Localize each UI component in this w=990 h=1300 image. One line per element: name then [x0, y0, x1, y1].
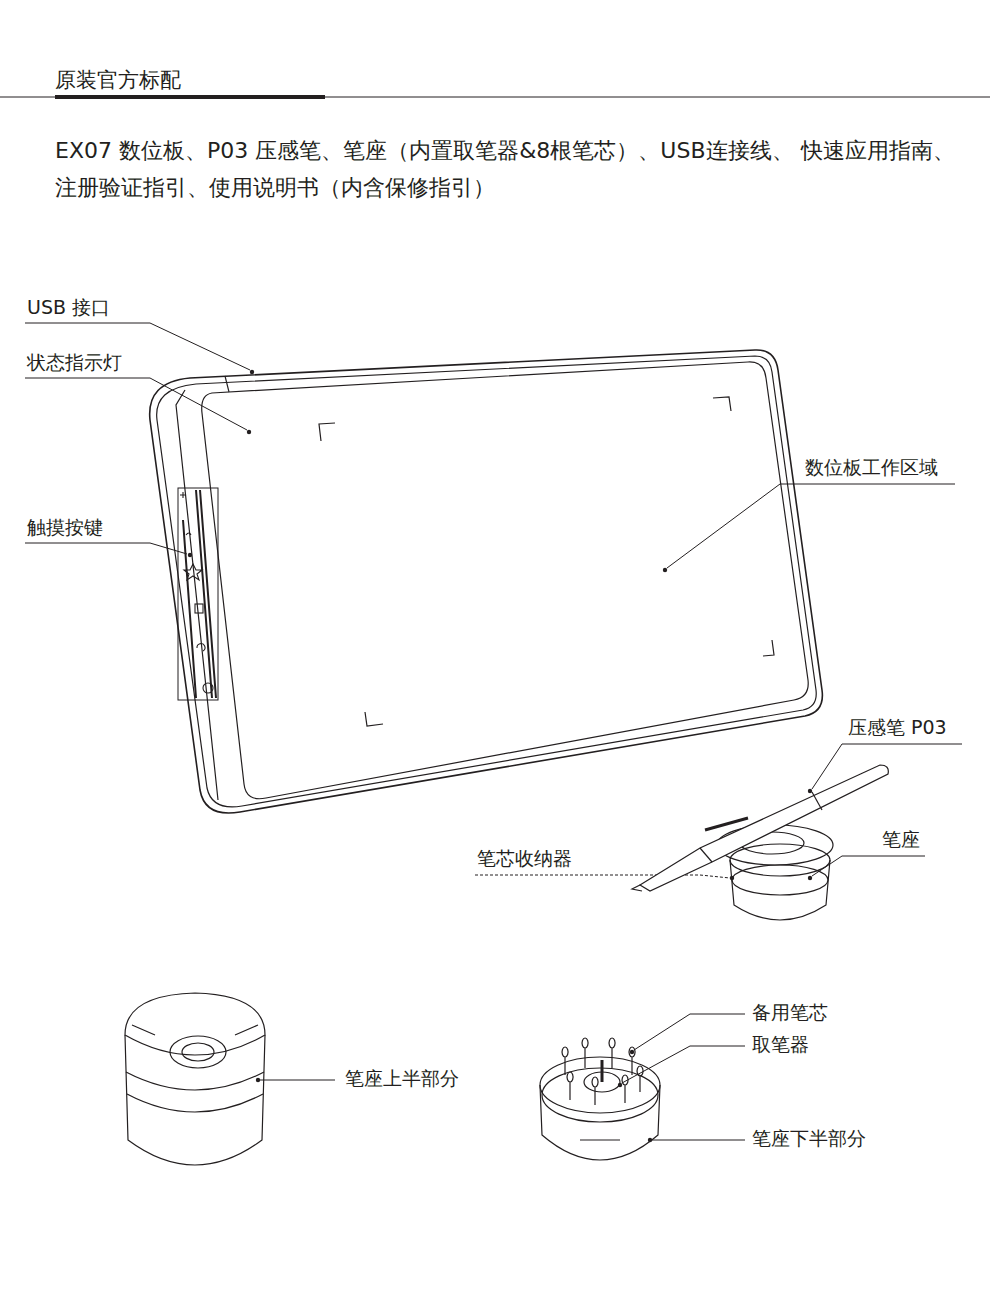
- part-label: 状态指示灯: [25, 351, 124, 374]
- part-label: 压感笔 P03: [846, 716, 949, 739]
- section-title: 原装官方标配: [55, 68, 181, 93]
- contents-text: EX07 数位板、P03 压感笔、笔座（内置取笔器&8根笔芯）、USB连接线、 …: [55, 132, 970, 207]
- part-label: 笔座: [880, 828, 922, 851]
- part-label: 备用笔芯: [750, 1001, 830, 1024]
- part-label: 笔座上半部分: [343, 1067, 461, 1090]
- part-label: 取笔器: [750, 1033, 811, 1056]
- part-label: 触摸按键: [25, 516, 105, 539]
- part-label: 数位板工作区域: [803, 456, 940, 479]
- part-label: 笔座下半部分: [750, 1127, 868, 1150]
- part-label: 笔芯收纳器: [475, 847, 574, 870]
- part-label: USB 接口: [25, 296, 112, 319]
